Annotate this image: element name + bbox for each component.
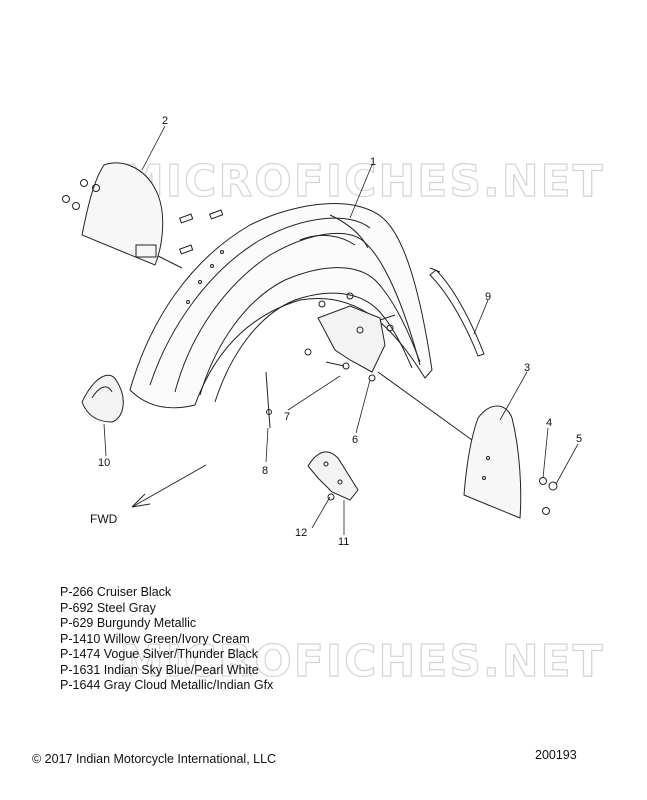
fwd-label: FWD	[90, 512, 118, 526]
callout-7: 7	[284, 411, 290, 423]
legend-item: P-1631 Indian Sky Blue/Pearl White	[60, 662, 259, 677]
callout-10: 10	[98, 457, 110, 469]
callout-6: 6	[352, 434, 358, 446]
callout-9: 9	[485, 291, 491, 303]
callout-11: 11	[338, 536, 349, 548]
callout-5: 5	[576, 433, 582, 445]
figure-number: 200193	[535, 748, 577, 762]
legend-item: P-1410 Willow Green/Ivory Cream	[60, 631, 250, 646]
copyright-text: © 2017 Indian Motorcycle International, …	[32, 752, 277, 766]
forward-arrow	[131, 464, 207, 508]
callout-12: 12	[295, 527, 307, 539]
mount-plate	[307, 451, 359, 501]
legend-item: P-629 Burgundy Metallic	[60, 616, 197, 630]
legend-item: P-266 Cruiser Black	[60, 585, 172, 599]
callout-8: 8	[262, 465, 268, 477]
fender-bracket	[304, 292, 396, 382]
callout-4: 4	[546, 417, 552, 429]
right-fender-panel	[377, 371, 558, 519]
support-rod	[265, 371, 272, 429]
trim-strip	[429, 267, 485, 357]
watermark-bottom: MICROFICHES.NET	[120, 636, 605, 687]
callout-3: 3	[524, 362, 530, 374]
legend-item: P-692 Steel Gray	[60, 600, 156, 615]
callout-2: 2	[162, 115, 168, 127]
callout-1: 1	[370, 156, 376, 168]
front-fender	[129, 203, 433, 409]
legend-item: P-1474 Vogue Silver/Thunder Black	[60, 647, 259, 661]
watermark-top: MICROFICHES.NET	[120, 156, 605, 207]
paint-code-legend: P-266 Cruiser Black P-692 Steel Gray P-6…	[60, 585, 273, 694]
legend-item: P-1644 Gray Cloud Metallic/Indian Gfx	[60, 678, 274, 692]
fender-tip	[81, 374, 124, 423]
left-fender-panel	[62, 162, 224, 269]
